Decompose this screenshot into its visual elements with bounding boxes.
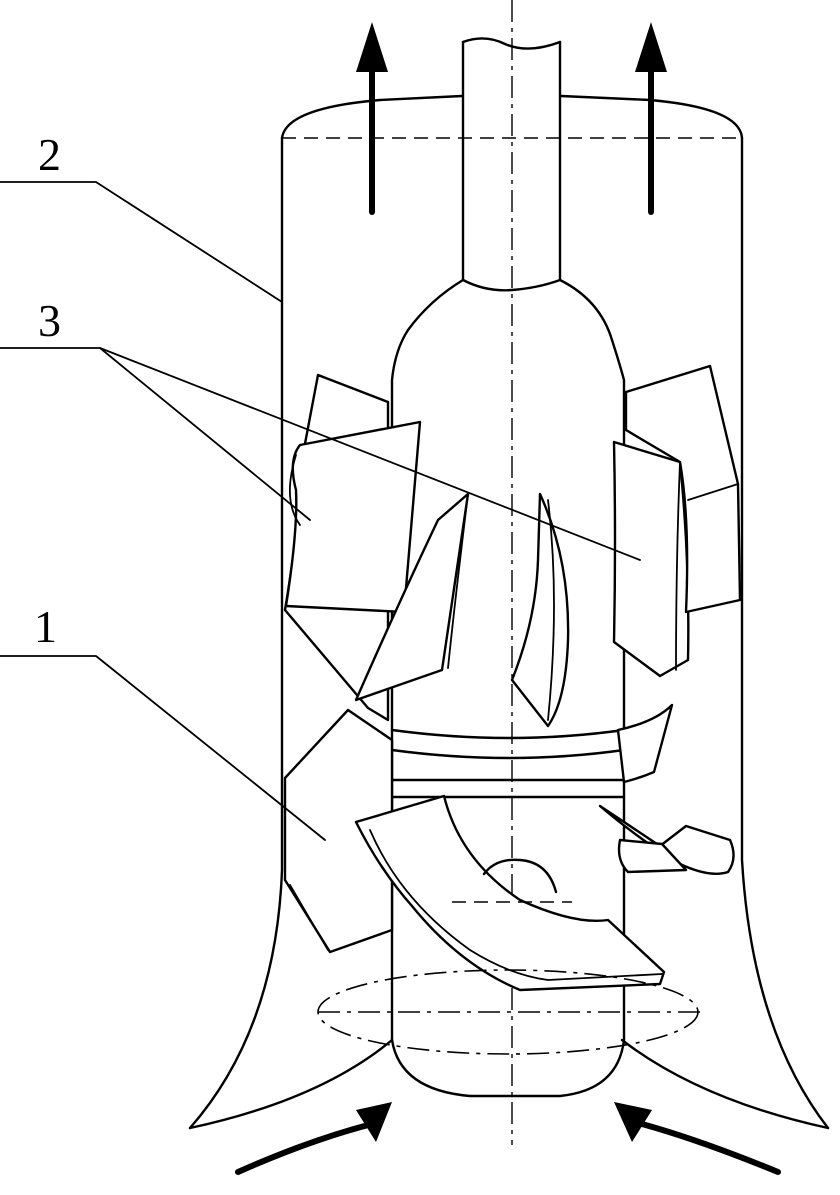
- hub-collar: [390, 703, 674, 799]
- rotation-path: [317, 969, 705, 1055]
- label-part-1: 1: [34, 601, 57, 652]
- inflow-arrow-right: [639, 1121, 781, 1175]
- inflow-arrow-left: [235, 1121, 375, 1175]
- inlet-funnel: [188, 1038, 830, 1130]
- shaft: [461, 37, 562, 282]
- flow-arrows: [235, 22, 781, 1175]
- leader-line-1: [0, 655, 326, 841]
- lower-impeller-blades: [283, 708, 735, 992]
- leader-line-3b: [99, 347, 641, 561]
- leader-line-3a: [0, 347, 311, 521]
- leader-line-2: [0, 181, 283, 303]
- leader-lines: [0, 181, 641, 841]
- label-part-3: 3: [38, 295, 61, 346]
- label-part-2: 2: [38, 129, 61, 180]
- outer-cylinder: [188, 94, 830, 1130]
- upper-guide-vanes: [283, 364, 742, 728]
- hub-body: [390, 278, 626, 1098]
